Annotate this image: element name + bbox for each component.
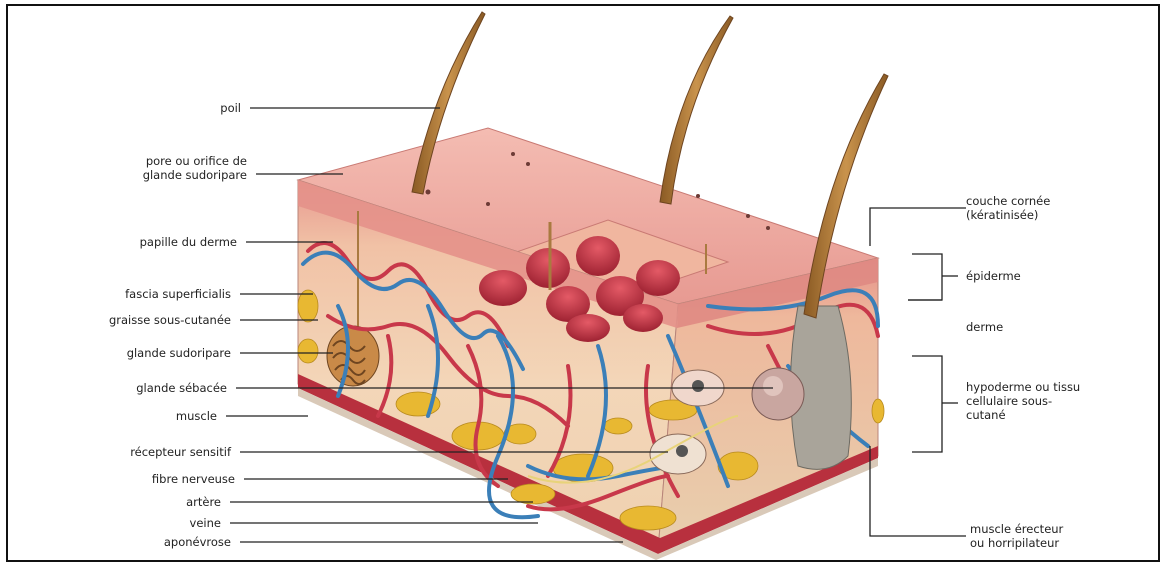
label-muscle-erecteur: muscle érecteur ou horripilateur: [970, 522, 1063, 550]
label-poil: poil: [220, 101, 241, 115]
label-papille: papille du derme: [140, 235, 237, 249]
label-fibre: fibre nerveuse: [152, 472, 235, 486]
label-hypoderme: hypoderme ou tissu cellulaire sous- cuta…: [966, 380, 1080, 422]
leader-lines-right: [870, 208, 966, 536]
label-derme: derme: [966, 320, 1003, 334]
label-aponevrose: aponévrose: [164, 535, 231, 549]
label-graisse: graisse sous-cutanée: [109, 313, 231, 327]
label-recepteur: récepteur sensitif: [130, 445, 231, 459]
diagram-frame: poil pore ou orifice de glande sudoripar…: [6, 4, 1160, 562]
label-fascia: fascia superficialis: [125, 287, 231, 301]
label-couche-cornee: couche cornée (kératinisée): [966, 194, 1050, 222]
label-artere: artère: [186, 495, 221, 509]
label-glande-sebacee: glande sébacée: [136, 381, 227, 395]
label-muscle: muscle: [176, 409, 217, 423]
label-veine: veine: [190, 516, 221, 530]
label-epiderme: épiderme: [966, 269, 1021, 283]
label-pore: pore ou orifice de glande sudoripare: [143, 154, 247, 182]
label-glande-sudoripare: glande sudoripare: [127, 346, 231, 360]
skin-block: [298, 128, 878, 560]
